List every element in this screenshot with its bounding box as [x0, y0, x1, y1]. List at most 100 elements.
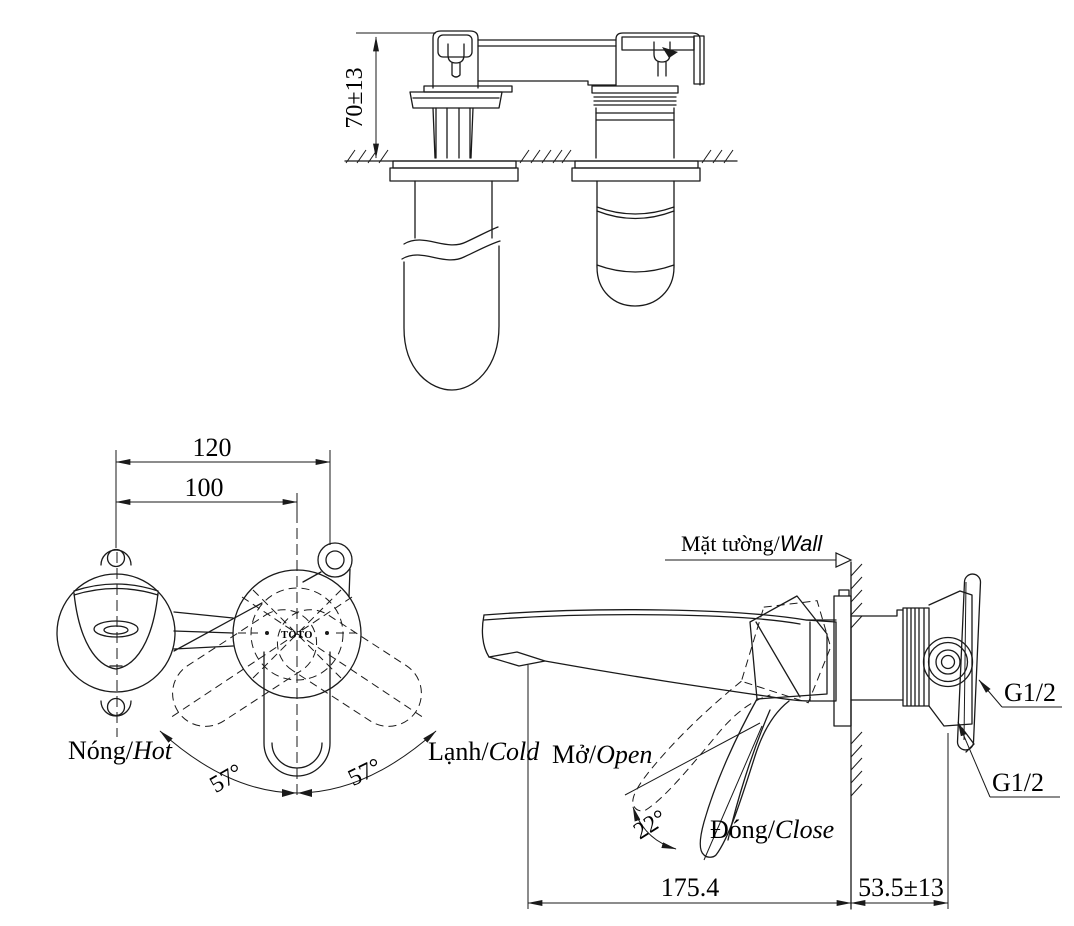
mount-bar — [956, 573, 982, 751]
inlet-ring-3 — [935, 649, 961, 675]
hot-knob-inner-ellipse — [93, 620, 139, 638]
dim-70-label: 70±13 — [342, 67, 368, 128]
mount-lug-outer — [317, 542, 353, 578]
hot-knob-top-lug — [100, 549, 132, 566]
front-view: 120 100 TOTO — [56, 433, 540, 799]
angle-22-leg-closed — [703, 725, 763, 861]
hot-knob-cup-body — [73, 592, 159, 670]
spout-block-inner — [621, 36, 695, 51]
spout-block-lever-glyph — [662, 47, 678, 58]
swing-arc-center-arrow-left — [282, 789, 296, 797]
spout-collar-lip — [591, 85, 679, 94]
close-label: Đóng/Close — [710, 815, 834, 844]
handle-stems — [432, 107, 474, 159]
top-view: 70±13 — [342, 30, 738, 391]
valve-screw-dot-left — [265, 631, 269, 635]
wall-hatch-top — [345, 149, 734, 164]
spout-block-cap — [693, 35, 705, 85]
angle-22-leg-open — [624, 722, 761, 796]
dim-175-label: 175.4 — [661, 873, 720, 902]
mount-bar-inner-line — [963, 581, 967, 741]
hot-knob-cup-rim — [73, 583, 159, 596]
spout-collar-body — [595, 107, 675, 159]
hot-label: Nóng/Hot — [68, 736, 173, 765]
hot-knob-bottom-lug-hole — [106, 697, 126, 717]
handle-open-head — [740, 600, 832, 704]
swing-arc — [159, 730, 437, 794]
spout-collar-arcs — [596, 206, 675, 220]
mount-lug-arm — [302, 568, 351, 598]
handle-closed-crease — [727, 709, 771, 841]
handle-block-outline — [432, 30, 479, 89]
angle-57-cold-label: 57° — [344, 754, 386, 792]
spout-tip-face — [481, 614, 490, 658]
valve-screw-dot-right — [325, 631, 329, 635]
hot-knob-inner-detail — [103, 625, 129, 635]
thread-lower-label: G1/2 — [992, 768, 1044, 797]
valve-hidden-circle — [250, 587, 344, 681]
lever-solid — [263, 651, 331, 777]
connector-bars — [173, 602, 263, 652]
inlet-ring-1 — [922, 636, 974, 688]
open-label: Mở/Open — [552, 740, 652, 769]
toto-logo: TOTO — [281, 630, 313, 641]
handle-shaft — [414, 180, 493, 239]
spout-bottom-dome — [596, 266, 675, 307]
cold-label: Lạnh/Cold — [428, 737, 540, 766]
spout-top-inner-edge — [483, 614, 801, 625]
handle-flange-lip — [423, 85, 513, 93]
angle-57-hot-label: 57° — [205, 759, 247, 798]
angle-22-label: 22° — [629, 805, 671, 845]
thread-upper-leader — [978, 679, 1003, 708]
handle-knob-body — [403, 245, 500, 391]
spout-underside — [544, 660, 811, 702]
dim-53-label: 53.5±13 — [858, 873, 944, 902]
swing-arc-center-arrow-right — [298, 789, 312, 797]
wall-label: Mặt tường/Wall — [681, 531, 823, 556]
lever-solid-inner-arc — [271, 742, 323, 769]
handle-flange — [409, 91, 503, 109]
spout-collar-threads — [593, 96, 677, 106]
wall-leader-arrow — [835, 552, 853, 568]
spout-bottom-ellipse — [596, 264, 675, 273]
mount-lug-hole — [325, 550, 345, 570]
inlet-ring-4 — [940, 654, 956, 670]
handle-closed-blade — [699, 698, 790, 858]
handle-break-line-lower — [401, 240, 501, 261]
inlet-ring-2 — [927, 641, 969, 683]
dim-100-label: 100 — [185, 473, 224, 502]
wall-hatch-side — [850, 563, 863, 797]
lever-hot-position — [172, 609, 318, 727]
spout-escutcheon — [571, 167, 701, 182]
spout-aerator-notch — [488, 651, 546, 667]
lever-cold-position — [276, 609, 422, 727]
spout-block-u-detail — [653, 41, 671, 77]
inwall-threads — [902, 607, 930, 707]
spout-escutcheon-lip — [574, 160, 699, 169]
side-escutcheon-step — [838, 589, 850, 597]
hot-knob-circle — [56, 573, 176, 693]
angle-22-arc — [632, 806, 677, 850]
hot-knob-bottom-lug — [100, 700, 132, 717]
side-view: Mặt tường/Wall 22° Mở/Open Đóng/Close — [481, 531, 1062, 910]
spout-cylinder — [596, 180, 675, 268]
dim-120-label: 120 — [193, 433, 232, 462]
spout-block-outline — [615, 32, 701, 86]
valve-diagonal-centerlines — [169, 589, 425, 719]
handle-block-inner — [437, 34, 473, 58]
handle-break-line-upper — [403, 226, 499, 246]
handle-closed-head — [749, 595, 828, 700]
valve-circle — [232, 569, 362, 699]
spout-top-edge — [483, 609, 837, 623]
spout-base-tube — [805, 619, 837, 702]
handle-escutcheon — [389, 167, 519, 182]
side-escutcheon — [833, 595, 852, 727]
thread-upper-label: G1/2 — [1004, 678, 1056, 707]
hot-knob-top-lug-hole — [106, 548, 126, 568]
inwall-body — [850, 609, 904, 701]
body-tube — [477, 39, 617, 86]
handle-escutcheon-lip — [392, 160, 517, 169]
handle-block-u-detail — [447, 43, 465, 78]
